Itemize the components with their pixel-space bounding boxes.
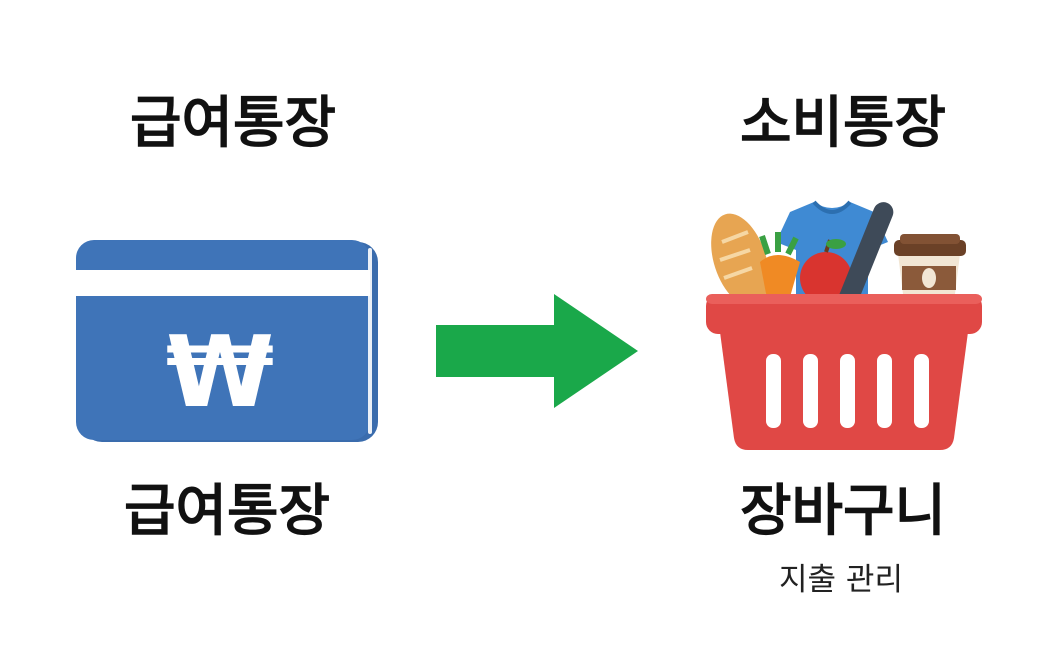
spending-account-heading: 소비통장	[739, 91, 947, 156]
shopping-basket-icon	[706, 200, 982, 450]
apple-icon	[800, 239, 852, 304]
salary-account-heading: 급여통장	[129, 91, 337, 156]
won-symbol: ₩	[166, 316, 274, 430]
basket-caption: 장바구니	[739, 479, 947, 544]
bank-card-icon: ₩	[76, 240, 378, 442]
carrot-icon	[759, 232, 800, 304]
bread-icon	[711, 213, 769, 307]
arrow-right-icon	[436, 294, 638, 408]
salary-account-caption: 급여통장	[123, 479, 331, 544]
coffee-cup-icon	[894, 234, 966, 302]
expense-management-label: 지출 관리	[779, 562, 903, 598]
